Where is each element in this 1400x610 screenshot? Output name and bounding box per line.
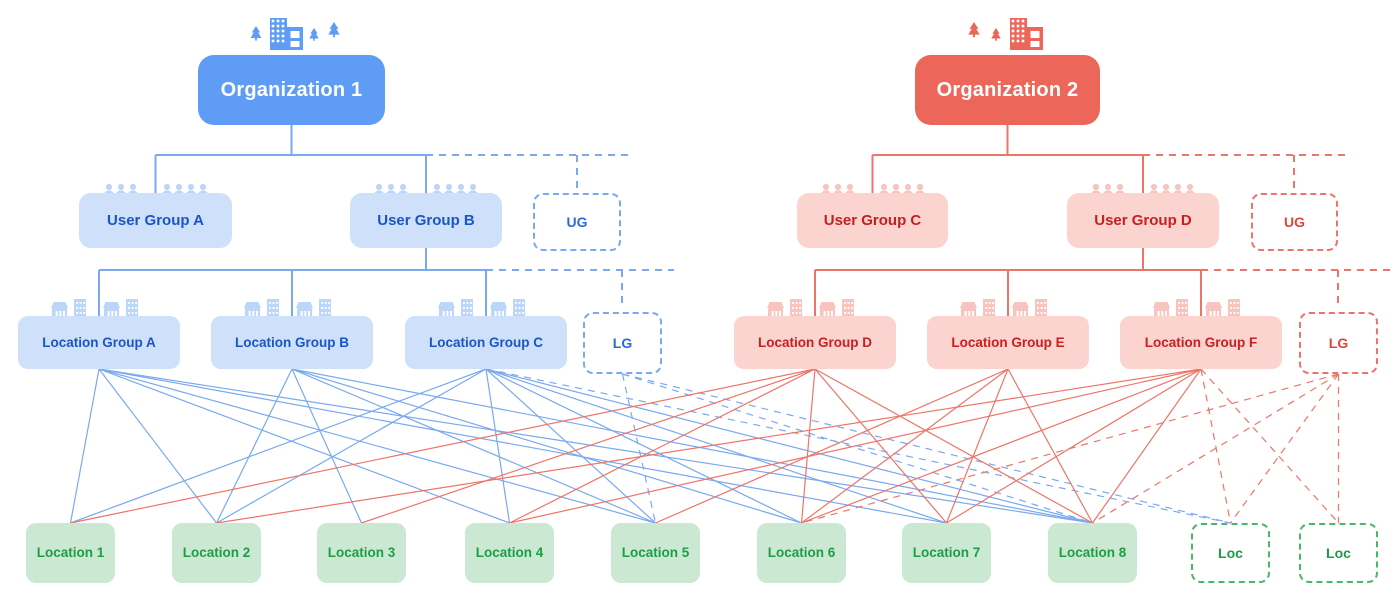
mesh-connector-line: [69, 368, 100, 524]
mesh-connector-line: [361, 368, 816, 524]
location-node[interactable]: Location 4: [465, 523, 554, 583]
mesh-connector-line: [291, 368, 1093, 524]
mesh-connector-line: [215, 368, 293, 524]
user-group-node[interactable]: User Group A: [79, 193, 232, 248]
mesh-connector-line: [485, 368, 1231, 524]
mesh-connector-line: [70, 368, 487, 524]
location-group-node[interactable]: Location Group E: [927, 316, 1089, 369]
placeholder-location-node[interactable]: Loc: [1191, 523, 1270, 583]
mesh-connector-line: [814, 368, 1093, 524]
mesh-connector-line: [291, 368, 802, 524]
mesh-connector-line: [622, 373, 1093, 524]
location-node[interactable]: Location 8: [1048, 523, 1137, 583]
organization-node[interactable]: Organization 2: [915, 55, 1100, 125]
placeholder-location-group-node[interactable]: LG: [1299, 312, 1378, 374]
mesh-connector-line: [509, 368, 816, 524]
mesh-connector-line: [98, 368, 510, 524]
user-group-node[interactable]: User Group B: [350, 193, 502, 248]
mesh-connector-line: [1230, 373, 1339, 524]
mesh-connector-line: [801, 373, 1339, 524]
mesh-connector-line: [509, 368, 1202, 524]
placeholder-user-group-node[interactable]: UG: [533, 193, 621, 251]
mesh-connector-line: [98, 368, 947, 524]
mesh-connector-line: [622, 373, 1231, 524]
mesh-connector-line: [1007, 368, 1094, 524]
placeholder-location-group-node[interactable]: LG: [583, 312, 662, 374]
mesh-connector-line: [801, 368, 1009, 524]
location-group-node[interactable]: Location Group F: [1120, 316, 1282, 369]
location-node[interactable]: Location 1: [26, 523, 115, 583]
mesh-connector-line: [291, 368, 656, 524]
mesh-connector-line: [485, 368, 511, 524]
mesh-connector-line: [216, 368, 487, 524]
location-node[interactable]: Location 6: [757, 523, 846, 583]
mesh-connector-line: [70, 368, 816, 524]
mesh-connector-line: [655, 368, 1009, 524]
location-node[interactable]: Location 5: [611, 523, 700, 583]
mesh-connector-line: [621, 373, 657, 524]
user-group-node[interactable]: User Group D: [1067, 193, 1219, 248]
mesh-connector-line: [291, 368, 363, 524]
location-node[interactable]: Location 7: [902, 523, 991, 583]
mesh-connector-line: [801, 368, 1202, 524]
mesh-connector-line: [1092, 368, 1202, 524]
location-node[interactable]: Location 2: [172, 523, 261, 583]
mesh-connector-line: [98, 368, 656, 524]
mesh-connector-line: [800, 368, 816, 524]
mesh-connector-line: [98, 368, 217, 524]
location-group-node[interactable]: Location Group C: [405, 316, 567, 369]
placeholder-user-group-node[interactable]: UG: [1251, 193, 1338, 251]
mesh-connector-line: [485, 368, 1093, 524]
mesh-connector-line: [1092, 373, 1339, 524]
mesh-connector-line: [216, 368, 1202, 524]
placeholder-location-node[interactable]: Loc: [1299, 523, 1378, 583]
mesh-connector-line: [1200, 368, 1339, 524]
location-group-node[interactable]: Location Group A: [18, 316, 180, 369]
mesh-connector-line: [946, 368, 1202, 524]
mesh-connector-line: [98, 368, 1093, 524]
organization-node[interactable]: Organization 1: [198, 55, 385, 125]
location-group-node[interactable]: Location Group B: [211, 316, 373, 369]
mesh-connector-line: [1200, 368, 1232, 524]
mesh-connector-line: [945, 368, 1009, 524]
user-group-node[interactable]: User Group C: [797, 193, 948, 248]
location-node[interactable]: Location 3: [317, 523, 406, 583]
mesh-connector-line: [485, 368, 802, 524]
mesh-connector-line: [814, 368, 947, 524]
location-group-node[interactable]: Location Group D: [734, 316, 896, 369]
